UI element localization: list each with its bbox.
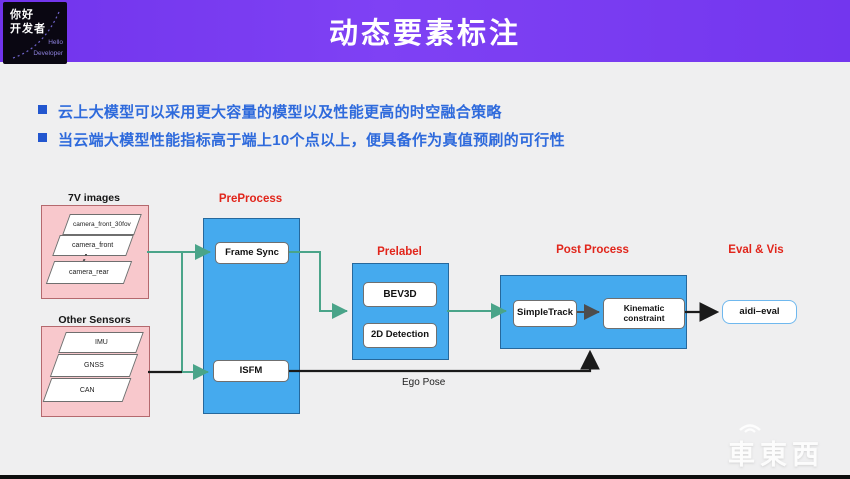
camera-rear-item: camera_rear [45, 261, 133, 284]
can-item: CAN [42, 378, 132, 402]
bullet-square-icon [38, 105, 47, 114]
hello-developer-logo: 你好 开发者 Hello Developer [3, 2, 67, 64]
camera-rear-label: camera_rear [69, 269, 109, 276]
postprocess-stage-label: Post Process [556, 244, 629, 256]
logo-arc-icon [12, 11, 60, 59]
sensors-group-title: Other Sensors [58, 314, 131, 326]
camera-front-30fov-label: camera_front_30fov [73, 221, 131, 228]
imu-item: IMU [58, 332, 144, 353]
images-group-title: 7V images [68, 192, 120, 204]
bullet-item-1: 云上大模型可以采用更大容量的模型以及性能更高的时空融合策略 [38, 101, 502, 122]
page-title: 动态要素标注 [328, 18, 521, 50]
watermark-wifi-icon [739, 424, 761, 433]
camera-front-label: camera_front [72, 242, 114, 249]
preprocess-stage-label: PreProcess [218, 193, 283, 205]
bullet-text-2: 当云端大模型性能指标高于端上10个点以上，便具备作为真值预刷的可行性 [58, 132, 565, 149]
logo-cn-text: 你好 开发者 [10, 8, 46, 37]
bullet-text-1: 云上大模型可以采用更大容量的模型以及性能更高的时空融合策略 [58, 104, 502, 121]
logo-en-line1: Hello [48, 39, 63, 47]
camera-front-item: camera_front [52, 235, 134, 256]
logo-en-text: Hello Developer [33, 38, 63, 59]
ego-pose-edge-label: Ego Pose [402, 377, 446, 388]
kinematic-constraint-node: Kinematic constraint [603, 298, 685, 329]
logo-cn-line1: 你好 [10, 9, 34, 21]
aidi-eval-node: aidi–eval [722, 300, 797, 324]
logo-cn-line2: 开发者 [10, 23, 46, 36]
can-label: CAN [79, 386, 95, 394]
bottom-edge-bar [0, 475, 850, 479]
header-bar: 动态要素标注 [0, 0, 850, 62]
imu-label: IMU [94, 339, 108, 346]
gnss-item: GNSS [49, 354, 139, 377]
bullet-item-2: 当云端大模型性能指标高于端上10个点以上，便具备作为真值预刷的可行性 [38, 129, 565, 150]
prelabel-stage-label: Prelabel [377, 246, 422, 258]
bev3d-node: BEV3D [363, 282, 437, 307]
gnss-label: GNSS [84, 362, 104, 369]
camera-front-30fov-item: camera_front_30fov [62, 214, 142, 235]
isfm-node: ISFM [213, 360, 289, 382]
2d-detection-node: 2D Detection [363, 323, 437, 348]
simpletrack-node: SimpleTrack [513, 300, 577, 327]
frame-sync-node: Frame Sync [215, 242, 289, 264]
watermark-text: 車東西 [728, 440, 824, 470]
bullet-square-icon [38, 133, 47, 142]
eval-vis-stage-label: Eval & Vis [728, 244, 784, 256]
logo-en-line2: Developer [33, 49, 63, 57]
